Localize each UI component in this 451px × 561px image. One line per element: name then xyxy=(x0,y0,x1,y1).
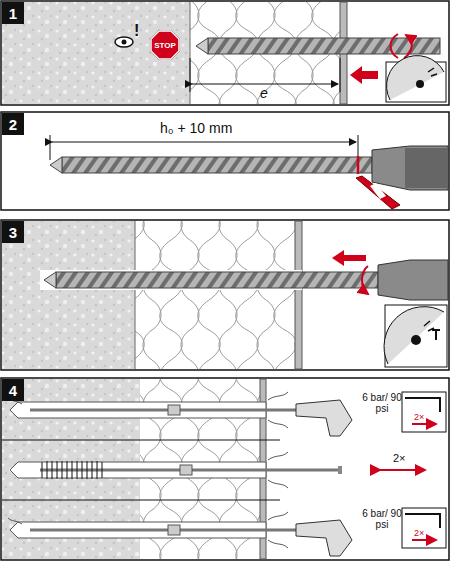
step-number: 2 xyxy=(2,113,24,135)
dimension-label: e xyxy=(260,86,268,101)
stop-sign: STOP xyxy=(150,30,180,60)
repeat-count: 2× xyxy=(393,452,406,464)
step-number: 1 xyxy=(2,2,24,24)
step-number-text: 3 xyxy=(9,224,17,241)
pressure-label: 6 bar/ 90 psi xyxy=(362,508,402,530)
dimension-label: h₀ + 10 mm xyxy=(160,121,232,136)
step-number: 3 xyxy=(2,221,24,243)
sign-text: STOP xyxy=(154,41,176,50)
step-number-text: 4 xyxy=(9,382,17,399)
repeat-count: 2× xyxy=(414,413,424,423)
attention-mark: ! xyxy=(134,22,139,40)
pressure-label: 6 bar/ 90 psi xyxy=(362,392,402,414)
step-number-text: 1 xyxy=(9,5,17,22)
step-number: 4 xyxy=(2,379,24,401)
repeat-count: 2× xyxy=(414,529,424,539)
step-number-text: 2 xyxy=(9,116,17,133)
